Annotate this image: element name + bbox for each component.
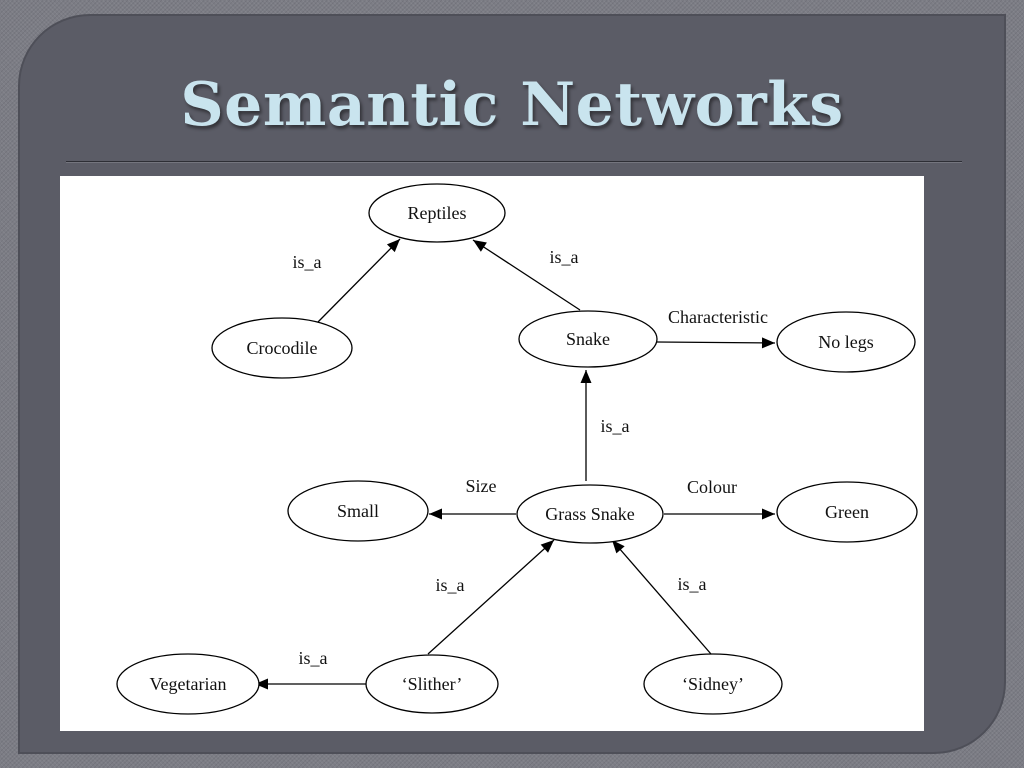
node-snake bbox=[518, 310, 658, 368]
title-divider bbox=[66, 161, 962, 163]
node-label-reptiles: Reptiles bbox=[408, 203, 467, 223]
arrowhead-no_legs bbox=[761, 337, 775, 349]
node-label-small: Small bbox=[337, 501, 379, 521]
edge-line-crocodile-to-reptiles bbox=[317, 238, 401, 323]
node-no-legs bbox=[776, 311, 916, 373]
arrowhead-reptiles bbox=[386, 239, 400, 253]
node-reptiles bbox=[368, 183, 506, 243]
arrowhead-small bbox=[429, 508, 442, 520]
node-label-snake: Snake bbox=[566, 329, 610, 349]
edge-label-sidney-to-grass_snake: is_a bbox=[678, 574, 707, 594]
edge-line-snake-to-reptiles bbox=[472, 239, 581, 311]
node-green bbox=[776, 481, 918, 543]
arrowhead-grass_snake bbox=[540, 540, 554, 553]
slide-title: Semantic Networks bbox=[180, 70, 844, 140]
edge-label-snake-to-no_legs: Characteristic bbox=[668, 307, 768, 327]
edge-label-grass_snake-to-small: Size bbox=[466, 476, 497, 496]
arrowhead-reptiles bbox=[473, 240, 487, 252]
arrowhead-snake bbox=[580, 370, 592, 383]
node-vegetarian bbox=[116, 653, 260, 715]
edge-label-snake-to-reptiles: is_a bbox=[550, 247, 579, 267]
node-label-green: Green bbox=[825, 502, 869, 522]
node-label-crocodile: Crocodile bbox=[247, 338, 318, 358]
arrowhead-grass_snake bbox=[612, 540, 625, 554]
node-label-slither: ‘Slither’ bbox=[402, 674, 463, 694]
edge-line-sidney-to-grass_snake bbox=[611, 539, 712, 655]
edge-label-grass_snake-to-snake: is_a bbox=[601, 416, 630, 436]
arrowhead-green bbox=[762, 508, 775, 520]
node-label-sidney: ‘Sidney’ bbox=[682, 674, 744, 694]
edge-label-slither-to-grass_snake: is_a bbox=[436, 575, 465, 595]
arrowhead-vegetarian bbox=[255, 678, 268, 690]
node-label-grass-snake: Grass Snake bbox=[545, 504, 634, 524]
edge-label-grass_snake-to-green: Colour bbox=[687, 477, 737, 497]
node-label-vegetarian: Vegetarian bbox=[150, 674, 227, 694]
edge-line-snake-to-no_legs bbox=[656, 341, 776, 344]
edge-line-slither-to-grass_snake bbox=[427, 539, 555, 655]
node-label-no-legs: No legs bbox=[818, 332, 874, 352]
node-sidney bbox=[643, 653, 783, 715]
node-small bbox=[287, 480, 429, 542]
node-grass-snake bbox=[516, 484, 664, 544]
node-crocodile bbox=[211, 317, 353, 379]
edge-label-crocodile-to-reptiles: is_a bbox=[293, 252, 322, 272]
node-slither bbox=[365, 654, 499, 714]
edge-label-slither-to-vegetarian: is_a bbox=[299, 648, 328, 668]
